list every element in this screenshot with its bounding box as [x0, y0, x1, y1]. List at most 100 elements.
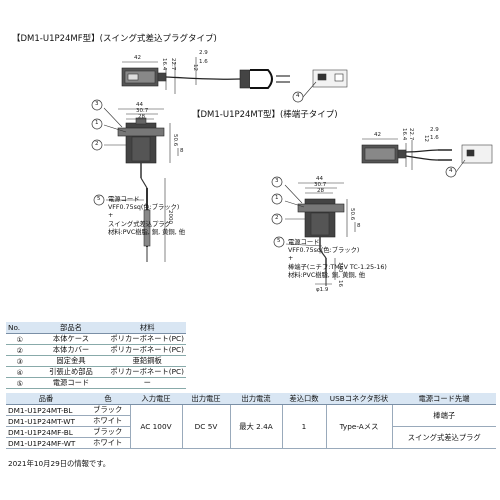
prod-part-number: DM1-U1P24MF-WT: [6, 437, 86, 449]
prod-output-current: 最大 2.4A: [230, 404, 283, 449]
parts-cell: ③: [6, 355, 34, 367]
parts-cell: ー: [108, 377, 186, 389]
mf-diagram-title: 【DM1-U1P24MF型】(スイング式差込プラグタイプ): [12, 34, 217, 44]
table-row: ③ 固定金具 亜鉛鋼板: [6, 355, 186, 367]
table-row: DM1-U1P24MT-WT ホワイト: [6, 415, 496, 427]
mf-dim-h1: 16.4: [161, 58, 167, 71]
prod-col-output-v: 出力電圧: [182, 393, 230, 405]
prod-part-number: DM1-U1P24MT-WT: [6, 415, 86, 427]
mf-dim-c: 12: [192, 64, 198, 71]
mf-top-view-body: [121, 57, 197, 94]
mf-callout-3: 3: [95, 101, 99, 107]
parts-cell: ①: [6, 333, 34, 345]
mt-cord-note-line: +: [288, 255, 294, 263]
mt-dim-front-28: 28: [317, 188, 324, 194]
mt-callout-3: 3: [275, 178, 279, 184]
prod-color: ホワイト: [86, 437, 131, 449]
table-row: DM1-U1P24MF-BL ブラック スイング式差込プラグ: [6, 426, 496, 449]
parts-col-material: 材料: [108, 322, 186, 334]
parts-col-no: No.: [6, 322, 34, 334]
mt-top-view-body: [361, 138, 452, 170]
mt-diagram-title: 【DM1-U1P24MT型】(棒端子タイプ): [192, 110, 338, 120]
parts-cell: 電源コード: [33, 377, 109, 389]
parts-cell: ⑤: [6, 377, 34, 389]
mt-front-view: [284, 182, 356, 286]
prod-cord-tip-mf: スイング式差込プラグ: [392, 426, 496, 449]
parts-cell: 亜鉛鋼板: [108, 355, 186, 367]
footnote: 2021年10月29日の情報です。: [8, 459, 111, 468]
mf-dim-front-28: 28: [138, 114, 145, 120]
prod-color: ホワイト: [86, 415, 131, 427]
mf-cord-note-line: スイング式差込プラグ: [108, 220, 171, 228]
mt-dim-width: 42: [374, 132, 381, 138]
prod-output-voltage: DC 5V: [182, 404, 231, 449]
mt-dim-c: 12: [423, 135, 429, 142]
table-row: DM1-U1P24MT-BL ブラック AC 100V DC 5V 最大 2.4…: [6, 404, 496, 449]
mt-cord-note: 電源コード VFF0.75sq(色:ブラック) + 棒端子(ニチフ:TMEV T…: [288, 239, 387, 280]
mt-dim-b: 1.6: [430, 135, 439, 141]
mf-cord-note: 電源コード VFF0.75sq(色:ブラック) + スイング式差込プラグ 材料:…: [108, 196, 185, 237]
mt-cable-length: 150: [337, 262, 343, 273]
product-table: 品番 色 入力電圧 出力電圧 出力電流 差込口数 USBコネクタ形状 電源コード…: [6, 393, 496, 449]
mf-dim-front-8: 8: [180, 148, 184, 154]
mt-dim-front-8: 8: [357, 223, 361, 229]
prod-col-outlets: 差込口数: [282, 393, 326, 405]
mf-dim-front-44: 44: [136, 102, 143, 108]
parts-col-name: 部品名: [33, 322, 109, 334]
mt-callout-2: 2: [275, 215, 279, 221]
table-row: ① 本体ケース ポリカーボネート(PC): [6, 333, 186, 345]
mt-cord-note-line: VFF0.75sq(色:ブラック): [288, 247, 360, 255]
parts-cell: ポリカーボネート(PC): [108, 333, 186, 345]
parts-cell: 引張止め部品: [33, 366, 109, 378]
mf-callout-1: 1: [95, 120, 99, 126]
parts-cell: ポリカーボネート(PC): [108, 344, 186, 356]
mf-dim-width: 42: [134, 55, 141, 61]
mf-dim-front-506: 50.6: [172, 134, 178, 147]
mf-cord-note-line: VFF0.75sq(色:ブラック): [108, 204, 180, 212]
prod-col-output-a: 出力電流: [230, 393, 282, 405]
mf-callout-5: 5: [97, 196, 101, 202]
parts-cell: 本体ケース: [33, 333, 109, 345]
mf-callout-4: 4: [296, 93, 300, 99]
mt-dim-front-307: 30.7: [314, 182, 327, 188]
drawings: [91, 57, 493, 286]
mf-dim-a: 2.9: [199, 50, 208, 56]
mf-cord-note-line: 電源コード: [108, 196, 140, 203]
mt-dim-terminal: 16: [337, 280, 343, 287]
prod-input-voltage: AC 100V: [130, 404, 183, 449]
prod-part-number: DM1-U1P24MF-BL: [6, 426, 86, 438]
mf-product-photo: [302, 69, 348, 98]
mf-cord-plug: [165, 69, 290, 89]
prod-col-part: 品番: [6, 393, 86, 405]
parts-table: No. 部品名 材料 ① 本体ケース ポリカーボネート(PC) ② 本体カバー …: [6, 322, 186, 389]
parts-cell: 固定金具: [33, 355, 109, 367]
table-row: ② 本体カバー ポリカーボネート(PC): [6, 344, 186, 356]
mt-callout-4: 4: [449, 168, 453, 174]
mt-dim-diameter: φ1.9: [316, 287, 329, 293]
mt-dim-h2: 22.7: [408, 128, 414, 141]
mf-dim-front-307: 30.7: [136, 108, 149, 114]
table-row: ⑤ 電源コード ー: [6, 377, 186, 389]
mt-cord-note-line: 棒端子(ニチフ:TMEV TC-1.25-16): [288, 263, 387, 271]
parts-table-header: No. 部品名 材料: [6, 322, 186, 334]
product-table-header: 品番 色 入力電圧 出力電圧 出力電流 差込口数 USBコネクタ形状 電源コード…: [6, 393, 496, 405]
mt-dim-a: 2.9: [430, 127, 439, 133]
parts-cell: ②: [6, 344, 34, 356]
parts-cell: ポリカーボネート(PC): [108, 366, 186, 378]
mt-cord-note-line: 材料:PVC樹脂, 銅, 黄銅, 他: [288, 271, 366, 279]
mt-dim-front-506: 50.6: [349, 208, 355, 221]
mt-callout-5: 5: [277, 238, 281, 244]
mf-cord-note-line: +: [108, 212, 114, 220]
prod-col-color: 色: [86, 393, 130, 405]
prod-usb-type: Type-Aメス: [326, 404, 393, 449]
mf-front-view: [103, 107, 179, 262]
mt-dim-h1: 16.4: [401, 128, 407, 141]
prod-part-number: DM1-U1P24MT-BL: [6, 404, 86, 416]
table-row: ④ 引張止め部品 ポリカーボネート(PC): [6, 366, 186, 378]
mf-dim-b: 1.6: [199, 59, 208, 65]
mf-cable-length: 2000: [167, 210, 173, 224]
table-row: DM1-U1P24MF-WT ホワイト: [6, 437, 496, 449]
parts-cell: ④: [6, 366, 34, 378]
mt-product-photo: [455, 144, 493, 173]
parts-cell: 本体カバー: [33, 344, 109, 356]
